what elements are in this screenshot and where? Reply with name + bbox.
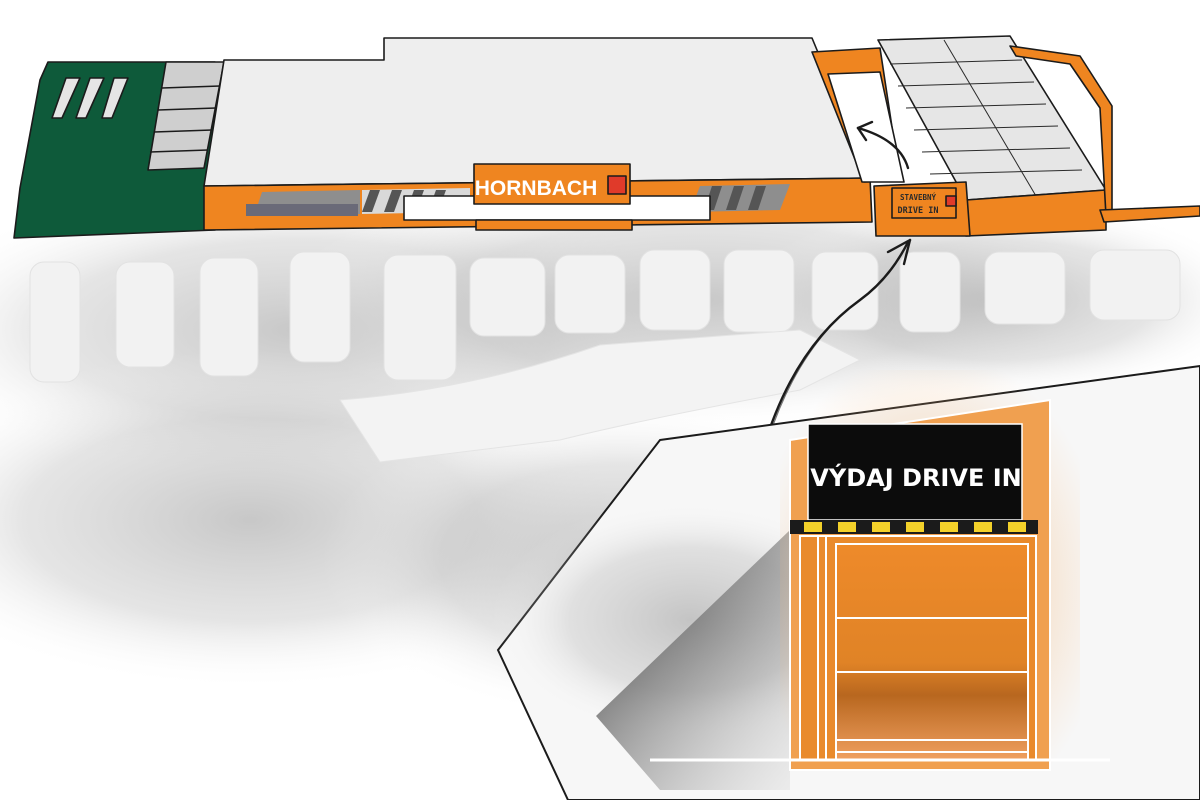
drive-in-sign-text: VÝDAJ DRIVE IN [810, 462, 1021, 492]
drive-in-lane-return [1099, 205, 1200, 223]
garden-centre-canopies [51, 77, 129, 119]
garden-centre-racks [147, 61, 225, 171]
drive-in-sign-board [807, 423, 1023, 521]
drive-in-small-sign: STAVEBNÝ DRIVE IN [891, 187, 957, 219]
roller-door [799, 535, 1037, 761]
side-aisle-floor [827, 71, 905, 183]
drive-in-hall-panels [889, 39, 1083, 197]
parking-spaces [29, 249, 1181, 463]
logo-mark [607, 175, 627, 195]
small-sign-line1: STAVEBNÝ [900, 193, 937, 202]
inset-shadow [596, 530, 790, 790]
store-building: HORNBACH STAVEBNÝ DRIVE IN [13, 35, 1200, 239]
entrance-base [475, 219, 633, 231]
inset-detail: VÝDAJ DRIVE IN [490, 364, 1200, 800]
arrow-to-entrance-icon [856, 120, 910, 170]
logo-sign: HORNBACH [473, 163, 631, 205]
arrow-to-inset-icon [758, 238, 912, 462]
small-sign-mark [945, 195, 957, 207]
logo-text: HORNBACH [475, 177, 598, 200]
small-sign-line2: DRIVE IN [898, 206, 939, 216]
windows-grid [246, 204, 358, 216]
garden-centre [13, 61, 225, 239]
warning-stripe [790, 520, 1038, 534]
